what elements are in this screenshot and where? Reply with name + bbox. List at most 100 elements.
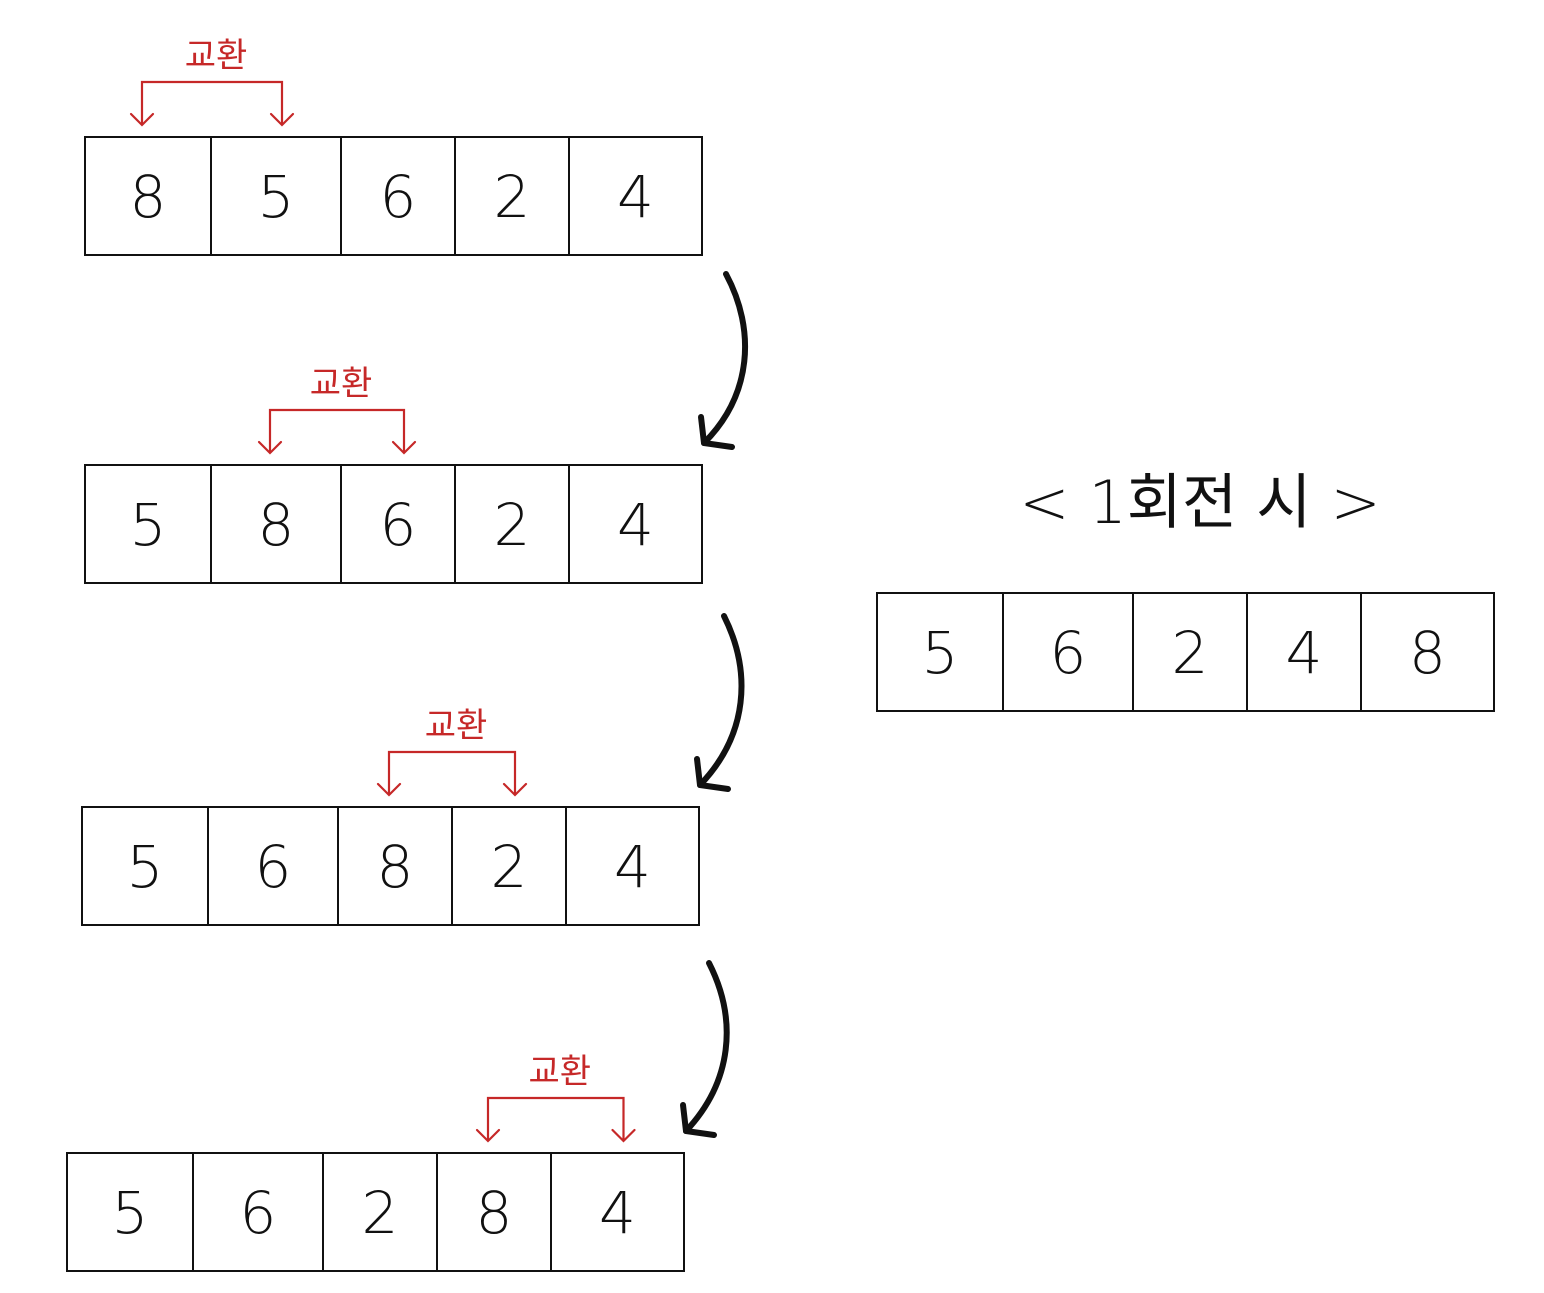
flow-arrow-curve	[683, 960, 730, 1134]
step-cell: 5	[210, 136, 342, 256]
step-cell: 6	[340, 464, 456, 584]
step-cell-value: 4	[617, 491, 654, 559]
step-cell-value: 4	[599, 1179, 636, 1247]
flow-arrow	[680, 960, 730, 1138]
step-cell: 5	[84, 464, 212, 584]
result-title: < 1회전 시 >	[1019, 468, 1381, 538]
step-cell-value: 5	[130, 491, 167, 559]
swap-arrowhead	[391, 440, 417, 455]
swap-label: 교환	[528, 1052, 591, 1092]
step-cell-value: 6	[240, 1179, 277, 1247]
step-cell-box	[568, 136, 703, 256]
step-cell: 4	[568, 136, 703, 256]
step-cell-box	[568, 464, 703, 584]
step-cell: 4	[550, 1152, 685, 1272]
step-cell: 5	[66, 1152, 194, 1272]
swap-label: 교환	[310, 364, 373, 404]
step-cell-value: 2	[362, 1179, 399, 1247]
flow-arrow-head	[698, 414, 735, 450]
step-cell-value: 6	[255, 833, 292, 901]
result-cell-value: 4	[1286, 619, 1323, 687]
step-cell-value: 2	[491, 833, 528, 901]
step-cell-box	[550, 1152, 685, 1272]
step-cell: 2	[454, 464, 570, 584]
step-row: 5 8 6 2 4 교환	[84, 364, 703, 584]
swap-arrowhead	[257, 440, 283, 455]
step-cell: 8	[436, 1152, 552, 1272]
step-cell-box	[81, 806, 209, 926]
flow-arrow-head	[694, 756, 731, 792]
step-cell: 8	[84, 136, 212, 256]
step-cell-value: 4	[614, 833, 651, 901]
flow-arrow	[694, 613, 745, 792]
swap-arrowhead	[502, 782, 528, 797]
swap-label: 교환	[425, 706, 488, 746]
result-cell: 6	[1002, 592, 1134, 712]
flow-arrow	[698, 271, 749, 450]
step-cell-box	[210, 464, 342, 584]
flow-arrow-head	[680, 1102, 717, 1138]
result-cell-box	[1002, 592, 1134, 712]
result-cell-value: 2	[1172, 619, 1209, 687]
swap-indicator: 교환	[376, 706, 528, 797]
step-cell-value: 8	[258, 491, 295, 559]
step-cell: 4	[565, 806, 700, 926]
flow-arrow-curve	[701, 271, 749, 446]
swap-indicator: 교환	[475, 1052, 636, 1143]
step-row: 5 6 8 2 4 교환	[81, 706, 700, 926]
step-cell-box	[84, 136, 212, 256]
step-cell-value: 8	[476, 1179, 513, 1247]
step-cell-value: 6	[380, 491, 417, 559]
step-cell-box	[340, 464, 456, 584]
step-cell-box	[192, 1152, 324, 1272]
result-cell: 4	[1246, 592, 1362, 712]
swap-arrowhead	[269, 112, 295, 127]
step-cell: 8	[337, 806, 453, 926]
swap-bracket	[486, 1096, 625, 1141]
step-cell: 2	[322, 1152, 438, 1272]
step-cell-value: 2	[494, 163, 531, 231]
result-cell-box	[1246, 592, 1362, 712]
step-cell-value: 5	[258, 163, 295, 231]
result-cell-box	[1360, 592, 1495, 712]
step-cell-box	[454, 464, 570, 584]
step-cell-value: 6	[380, 163, 417, 231]
step-cell: 5	[81, 806, 209, 926]
step-cell: 4	[568, 464, 703, 584]
step-cell-box	[210, 136, 342, 256]
step-cell-box	[337, 806, 453, 926]
step-cell-box	[451, 806, 567, 926]
step-cell: 6	[192, 1152, 324, 1272]
flow-arrows	[680, 271, 749, 1138]
step-cell-value: 5	[112, 1179, 149, 1247]
result-cell-value: 6	[1050, 619, 1087, 687]
result-cell: 2	[1132, 592, 1248, 712]
swap-bracket	[140, 80, 284, 125]
step-cell-box	[340, 136, 456, 256]
step-cell-box	[84, 464, 212, 584]
step-cell: 2	[454, 136, 570, 256]
swap-bracket	[268, 408, 406, 453]
step-cell-box	[207, 806, 339, 926]
flow-arrow-curve	[697, 613, 745, 788]
step-cell-value: 8	[377, 833, 414, 901]
step-row: 5 6 2 8 4 교환	[66, 1052, 685, 1272]
step-cell-value: 4	[617, 163, 654, 231]
result-cell-box	[1132, 592, 1248, 712]
swap-arrowhead	[376, 782, 402, 797]
step-cell-value: 8	[130, 163, 167, 231]
step-cell-box	[322, 1152, 438, 1272]
swap-arrowhead	[611, 1128, 636, 1143]
swap-arrowhead	[475, 1128, 501, 1143]
result-cell-box	[876, 592, 1004, 712]
step-cell-box	[565, 806, 700, 926]
swap-arrowhead	[129, 112, 155, 127]
step-cell-value: 5	[127, 833, 164, 901]
step-cell-value: 2	[494, 491, 531, 559]
step-cell: 6	[340, 136, 456, 256]
